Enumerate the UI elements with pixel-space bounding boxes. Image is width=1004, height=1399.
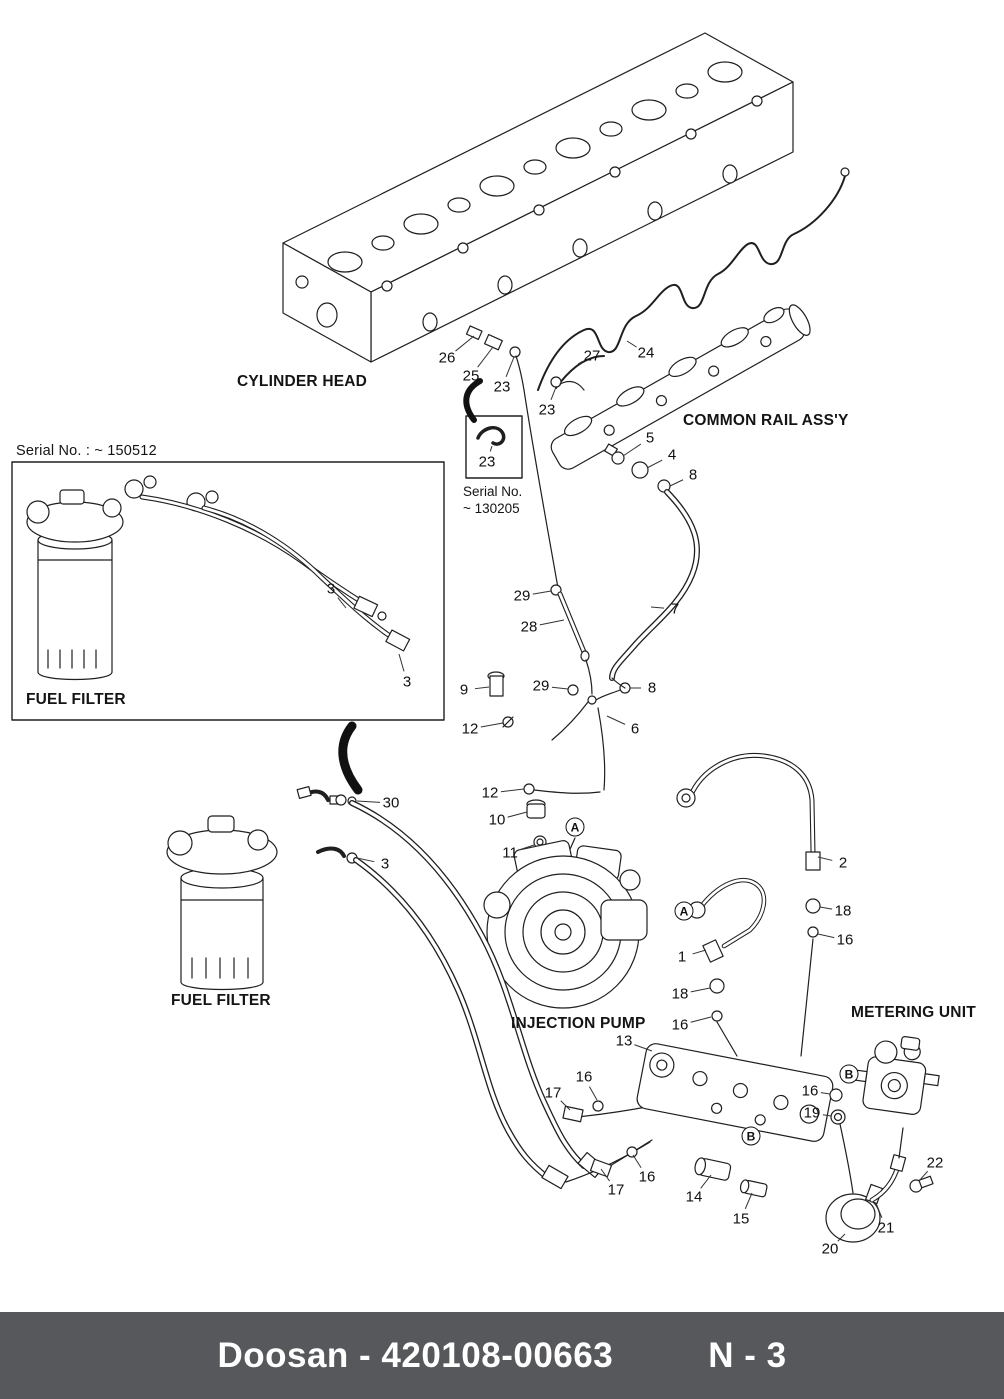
part-callout-19: 19: [803, 1104, 821, 1122]
part-callout-22: 22: [926, 1154, 944, 1172]
part-callout-16: 16: [801, 1082, 819, 1100]
part-callout-12: 12: [481, 784, 499, 802]
fuel-filter-inset-label: FUEL FILTER: [26, 691, 126, 708]
cylinder-head-label: CYLINDER HEAD: [237, 373, 368, 390]
detail-marker-A: A: [565, 817, 585, 837]
part-callout-4: 4: [667, 446, 677, 464]
serial-detail-box-drawing: [463, 378, 523, 479]
part-callout-10: 10: [488, 811, 506, 829]
part-callout-16: 16: [836, 931, 854, 949]
footer-part-number: Doosan - 420108-00663: [217, 1335, 614, 1375]
injection-pump-drawing: [483, 840, 648, 1009]
part-callout-6: 6: [630, 720, 640, 738]
metering-unit-label: METERING UNIT: [851, 1004, 976, 1021]
common-rail-drawing: [550, 304, 811, 493]
part-callout-1: 1: [677, 948, 687, 966]
part-callout-28: 28: [520, 618, 538, 636]
part-callout-29: 29: [513, 587, 531, 605]
damper-drawing: [825, 1154, 934, 1243]
return-hose-drawing: [533, 489, 700, 794]
detail-arrow: [338, 721, 363, 795]
part-callout-3: 3: [326, 580, 336, 598]
part-callout-20: 20: [821, 1240, 839, 1258]
cylinder-head-drawing: [282, 32, 794, 363]
detail-marker-B: B: [741, 1126, 761, 1146]
footer-bar: Doosan - 420108-00663 N - 3: [0, 1312, 1004, 1399]
part-callout-30: 30: [382, 794, 400, 812]
part-callout-8: 8: [688, 466, 698, 484]
supply-hoses-drawing: [349, 800, 653, 1190]
part-callout-16: 16: [575, 1068, 593, 1086]
part-callout-23: 23: [538, 401, 556, 419]
part-callout-29: 29: [532, 677, 550, 695]
part-callout-8: 8: [647, 679, 657, 697]
part-callout-18: 18: [671, 985, 689, 1003]
part-callout-13: 13: [615, 1032, 633, 1050]
part-callout-27: 27: [583, 347, 601, 365]
part-callout-15: 15: [732, 1210, 750, 1228]
fuel-filter-main-label: FUEL FILTER: [171, 992, 271, 1009]
part-callout-23: 23: [478, 453, 496, 471]
serial-note-line1: Serial No.: [463, 484, 523, 499]
part-callout-24: 24: [637, 344, 655, 362]
detail-marker-A: A: [674, 901, 694, 921]
injection-pump-label: INJECTION PUMP: [511, 1015, 646, 1032]
part-callout-17: 17: [607, 1181, 625, 1199]
part-callout-26: 26: [438, 349, 456, 367]
part-callout-7: 7: [670, 600, 680, 618]
part-callout-3: 3: [402, 673, 412, 691]
footer-page-number: N - 3: [708, 1335, 787, 1375]
part-callout-5: 5: [645, 429, 655, 447]
part-callout-3: 3: [380, 855, 390, 873]
pipe-1-drawing: [688, 877, 767, 1057]
part-callout-23: 23: [493, 378, 511, 396]
common-rail-label: COMMON RAIL ASS'Y: [683, 412, 849, 429]
flange-plate-drawing: [636, 1043, 854, 1198]
part-callout-17: 17: [544, 1084, 562, 1102]
fuel-filter-main-drawing: [166, 785, 358, 991]
part-callout-12: 12: [461, 720, 479, 738]
part-callout-9: 9: [459, 681, 469, 699]
part-callout-25: 25: [462, 367, 480, 385]
part-callout-2: 2: [838, 854, 848, 872]
part-callout-21: 21: [877, 1219, 895, 1237]
part-callout-16: 16: [638, 1168, 656, 1186]
serial-range-inset-label: Serial No. : ~ 150512: [16, 443, 157, 459]
part-callout-14: 14: [685, 1188, 703, 1206]
detail-marker-B: B: [839, 1064, 859, 1084]
serial-note-line2: ~ 130205: [463, 501, 520, 516]
part-callout-16: 16: [671, 1016, 689, 1034]
part-callout-11: 11: [502, 844, 518, 862]
parts-diagram: [11, 32, 940, 1243]
part-callout-18: 18: [834, 902, 852, 920]
pipe-2-drawing: [676, 752, 821, 1057]
fuel-filter-inset-drawing: [11, 461, 445, 721]
